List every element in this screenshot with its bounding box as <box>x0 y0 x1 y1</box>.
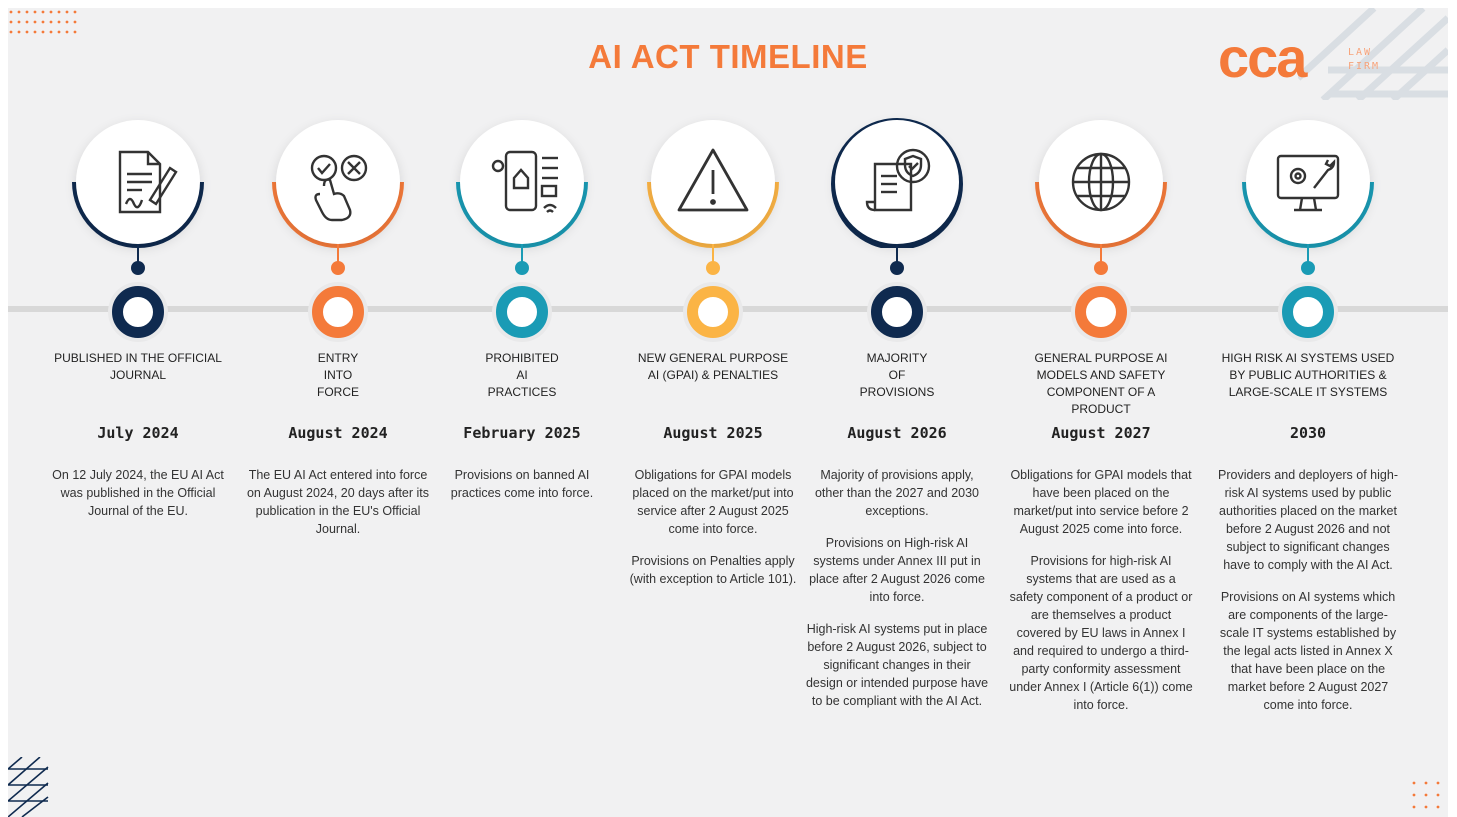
milestone-description: Providers and deployers of high-risk AI … <box>1216 466 1400 728</box>
milestone-paragraph: Provisions for high-risk AI systems that… <box>1009 554 1193 712</box>
decorative-dot-grid-bottom-right <box>1412 781 1440 809</box>
connector-dot <box>1301 261 1315 275</box>
milestone-paragraph: Provisions on AI systems which are compo… <box>1219 590 1397 712</box>
connector-stem <box>1307 244 1309 266</box>
milestone-label: PROHIBITED AI PRACTICES <box>485 351 559 399</box>
icon-circle <box>835 120 959 244</box>
milestone-description: Obligations for GPAI models that have be… <box>1009 466 1193 728</box>
milestone-paragraph: High-risk AI systems put in place before… <box>805 622 989 708</box>
connector-dot <box>1094 261 1108 275</box>
check-cross-hand-icon <box>310 154 368 222</box>
milestone-paragraph: The EU AI Act entered into force on Augu… <box>246 468 430 536</box>
connector-dot <box>890 261 904 275</box>
connector-dot <box>131 261 145 275</box>
timeline-node <box>687 286 739 338</box>
page-title: AI ACT TIMELINE <box>588 38 868 75</box>
connector-stem <box>521 244 523 266</box>
decorative-hatch-top-right <box>1298 8 1448 100</box>
milestone-paragraph: Obligations for GPAI models that have be… <box>1010 468 1192 536</box>
certificate-shield-icon <box>865 148 931 212</box>
smart-home-phone-icon <box>491 150 558 213</box>
connector-dot <box>515 261 529 275</box>
logo-subtitle-line-2: FIRM <box>1348 61 1381 72</box>
milestone-date: July 2024 <box>97 424 179 442</box>
milestone-label: ENTRY INTO FORCE <box>317 351 359 399</box>
logo-wordmark: cca <box>1218 26 1307 89</box>
milestone-label: HIGH RISK AI SYSTEMS USED BY PUBLIC AUTH… <box>1221 351 1395 399</box>
milestone-7: HIGH RISK AI SYSTEMS USED BY PUBLIC AUTH… <box>1208 8 1408 817</box>
timeline-node <box>496 286 548 338</box>
logo-subtitle: LAW FIRM <box>1348 46 1380 74</box>
milestone-label: NEW GENERAL PURPOSE AI (GPAI) & PENALTIE… <box>637 351 789 382</box>
connector-stem <box>1100 244 1102 266</box>
milestone-date: August 2026 <box>847 424 947 442</box>
milestone-1: PUBLISHED IN THE OFFICIAL JOURNAL July 20… <box>38 8 238 817</box>
infographic-canvas: AI ACT TIMELINE cca LAW FIRM PUBLISHED I… <box>8 8 1448 817</box>
milestone-6: GENERAL PURPOSE AI MODELS AND SAFETY COM… <box>1001 8 1201 817</box>
milestone-label: MAJORITY OF PROVISIONS <box>859 351 935 399</box>
milestone-paragraph: Provisions on banned AI practices come i… <box>450 468 594 500</box>
connector-dot <box>706 261 720 275</box>
milestone-date: August 2024 <box>288 424 388 442</box>
milestone-date: February 2025 <box>463 424 581 442</box>
timeline-node <box>871 286 923 338</box>
milestone-4: NEW GENERAL PURPOSE AI (GPAI) & PENALTIE… <box>613 8 813 817</box>
connector-stem <box>712 244 714 266</box>
milestone-date: August 2025 <box>663 424 763 442</box>
milestone-description: Provisions on banned AI practices come i… <box>430 466 614 516</box>
milestone-label: GENERAL PURPOSE AI MODELS AND SAFETY COM… <box>1034 351 1168 416</box>
warning-triangle-icon <box>677 148 749 212</box>
globe-icon <box>1071 152 1131 212</box>
milestone-date: 2030 <box>1289 424 1327 442</box>
milestone-label: PUBLISHED IN THE OFFICIAL JOURNAL <box>54 351 222 382</box>
logo-subtitle-line-1: LAW <box>1348 47 1373 58</box>
milestone-paragraph: Majority of provisions apply, other than… <box>814 468 980 518</box>
icon-circle <box>460 120 584 244</box>
decorative-hatch-bottom-left <box>8 757 49 817</box>
connector-stem <box>337 244 339 266</box>
milestone-paragraph: Providers and deployers of high-risk AI … <box>1218 468 1398 572</box>
timeline-node <box>1075 286 1127 338</box>
icon-circle <box>276 120 400 244</box>
timeline-node <box>112 286 164 338</box>
milestone-paragraph: Provisions on High-risk AI systems under… <box>809 536 985 604</box>
timeline-node <box>312 286 364 338</box>
computer-settings-icon <box>1276 154 1340 212</box>
milestone-description: The EU AI Act entered into force on Augu… <box>246 466 430 552</box>
milestone-date: August 2027 <box>1051 424 1151 442</box>
document-sign-icon <box>118 150 178 214</box>
milestone-paragraph: Obligations for GPAI models placed on th… <box>632 468 794 536</box>
timeline-node <box>1282 286 1334 338</box>
connector-stem <box>896 244 898 266</box>
connector-stem <box>137 244 139 266</box>
milestone-description: On 12 July 2024, the EU AI Act was publi… <box>46 466 230 534</box>
milestone-paragraph: Provisions on Penalties apply (with exce… <box>629 554 797 586</box>
milestone-description: Obligations for GPAI models placed on th… <box>621 466 805 602</box>
cca-logo: cca LAW FIRM <box>1218 26 1378 89</box>
connector-dot <box>331 261 345 275</box>
milestone-description: Majority of provisions apply, other than… <box>805 466 989 724</box>
milestone-paragraph: On 12 July 2024, the EU AI Act was publi… <box>52 468 224 518</box>
decorative-dot-grid-top-left <box>9 10 77 34</box>
icon-circle <box>1246 120 1370 244</box>
